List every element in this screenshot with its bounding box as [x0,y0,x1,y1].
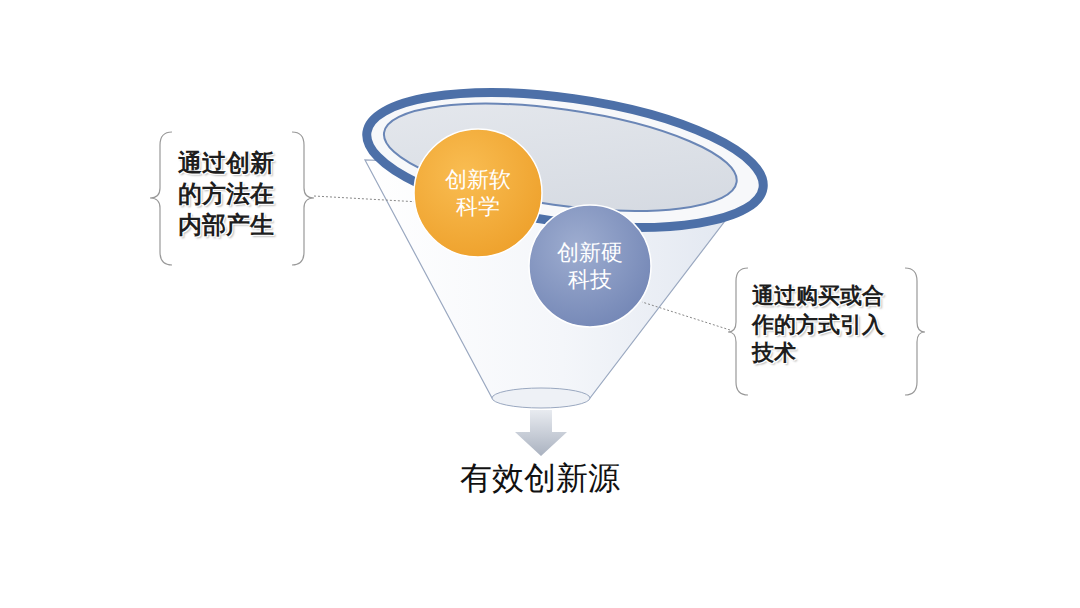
bracket [728,268,748,395]
callout-note: 通过购买或合作的方式引入技术 [752,282,886,368]
callout-note: 通过创新的方法在内部产生 [178,148,276,242]
bracket [150,132,172,265]
circle-node: 创新软科学 [413,128,543,258]
circle-label: 创新硬科技 [555,239,625,294]
funnel-spout [492,388,590,408]
circle-fill [529,205,651,327]
output-arrow [515,410,567,456]
output-label: 有效创新源 [440,458,640,500]
circle-node: 创新硬科技 [528,204,652,328]
bracket [292,132,314,265]
leader-line [314,196,420,202]
leader-line [642,302,730,330]
circle-fill [414,129,542,257]
circle-label: 创新软科学 [443,166,513,221]
circle-shape [413,128,543,258]
circle-shape [528,204,652,328]
bracket [905,268,925,395]
